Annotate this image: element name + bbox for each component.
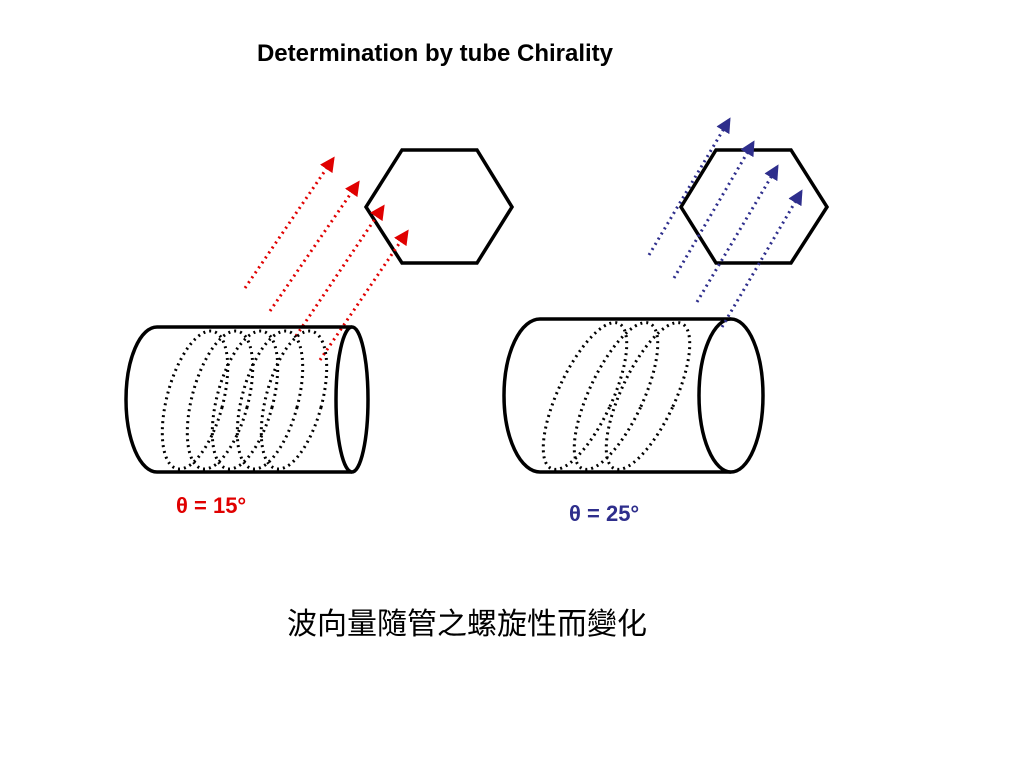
right-helix-ring-2 bbox=[572, 321, 660, 471]
right-tube-end-cap bbox=[697, 317, 765, 474]
right-tube-body bbox=[502, 317, 731, 474]
right-wave-vector-arrows bbox=[647, 117, 803, 328]
right-helix-rings bbox=[541, 321, 692, 471]
right-arrow-3 bbox=[695, 164, 779, 303]
left-arrow-4 bbox=[318, 229, 409, 361]
left-helix-ring-3 bbox=[210, 329, 280, 471]
left-helix-ring-5 bbox=[259, 329, 329, 471]
diagram-title: Determination by tube Chirality bbox=[257, 40, 614, 67]
right-arrow-4 bbox=[720, 189, 803, 328]
left-helix-rings bbox=[160, 329, 329, 471]
left-arrow-3 bbox=[294, 204, 385, 337]
left-tube bbox=[124, 325, 370, 474]
right-arrow-1 bbox=[647, 117, 731, 256]
right-panel: θ = 25° bbox=[502, 117, 830, 526]
left-panel: θ = 15° bbox=[124, 148, 515, 518]
left-tube-body bbox=[124, 325, 352, 474]
left-hexagon bbox=[363, 148, 515, 265]
left-angle-label: θ = 15° bbox=[176, 493, 246, 518]
right-helix-ring-1 bbox=[541, 321, 629, 471]
left-arrow-1 bbox=[243, 156, 335, 289]
right-angle-label: θ = 25° bbox=[569, 501, 639, 526]
left-helix-ring-1 bbox=[160, 329, 230, 471]
caption: 波向量隨管之螺旋性而變化 bbox=[287, 607, 647, 642]
left-helix-ring-2 bbox=[185, 329, 255, 471]
left-arrow-2 bbox=[268, 180, 360, 312]
left-helix-ring-4 bbox=[235, 329, 305, 471]
right-arrow-2 bbox=[672, 140, 755, 279]
right-helix-ring-3 bbox=[604, 321, 692, 471]
right-tube bbox=[502, 317, 765, 474]
right-hexagon bbox=[678, 148, 830, 265]
left-wave-vector-arrows bbox=[243, 156, 409, 361]
left-tube-end-cap bbox=[334, 325, 370, 474]
